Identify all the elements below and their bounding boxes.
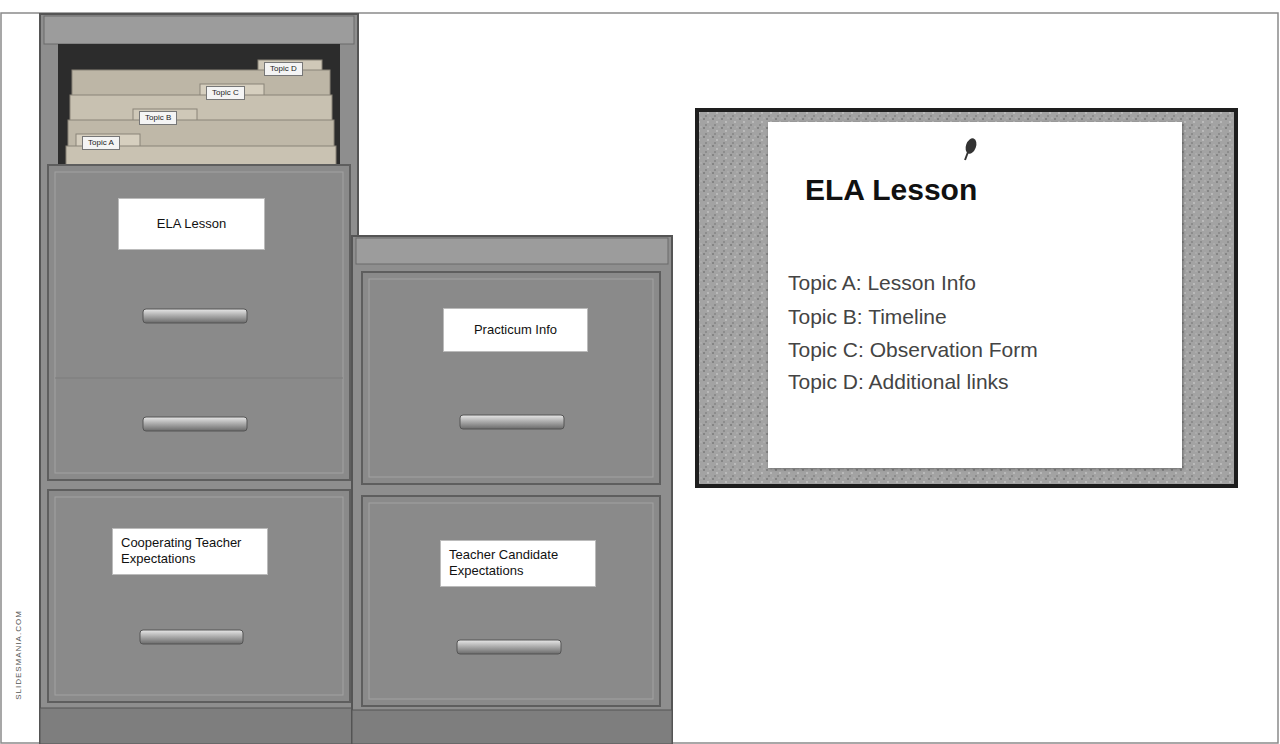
topic-line: Topic B: Timeline [788,304,947,330]
note-title: ELA Lesson [805,172,977,208]
topic-line: Topic A: Lesson Info [788,270,976,296]
label-text: Practicum Info [452,322,579,338]
drawer-label: Practicum Info [443,308,588,352]
label-text: Teacher Candidate Expectations [449,547,587,579]
folder-tab: Topic C [206,86,245,100]
folder-tab: Topic A [82,136,120,150]
topic-line: Topic D: Additional links [788,369,1009,395]
drawer-label: ELA Lesson [118,198,265,250]
tab-text: Topic C [212,88,239,98]
note-card: ELA LessonTopic A: Lesson InfoTopic B: T… [768,122,1182,468]
tab-text: Topic A [88,138,114,148]
tab-text: Topic B [145,113,171,123]
tab-text: Topic D [270,64,297,74]
label-text: ELA Lesson [127,216,256,232]
drawer-label: Cooperating Teacher Expectations [112,528,268,575]
label-text: Cooperating Teacher Expectations [121,535,259,567]
folder-tab: Topic D [264,62,303,76]
folder-tab: Topic B [139,111,177,125]
watermark: SLIDESMANIA.COM [14,610,24,700]
drawer-label: Teacher Candidate Expectations [440,540,596,587]
topic-line: Topic C: Observation Form [788,337,1038,363]
